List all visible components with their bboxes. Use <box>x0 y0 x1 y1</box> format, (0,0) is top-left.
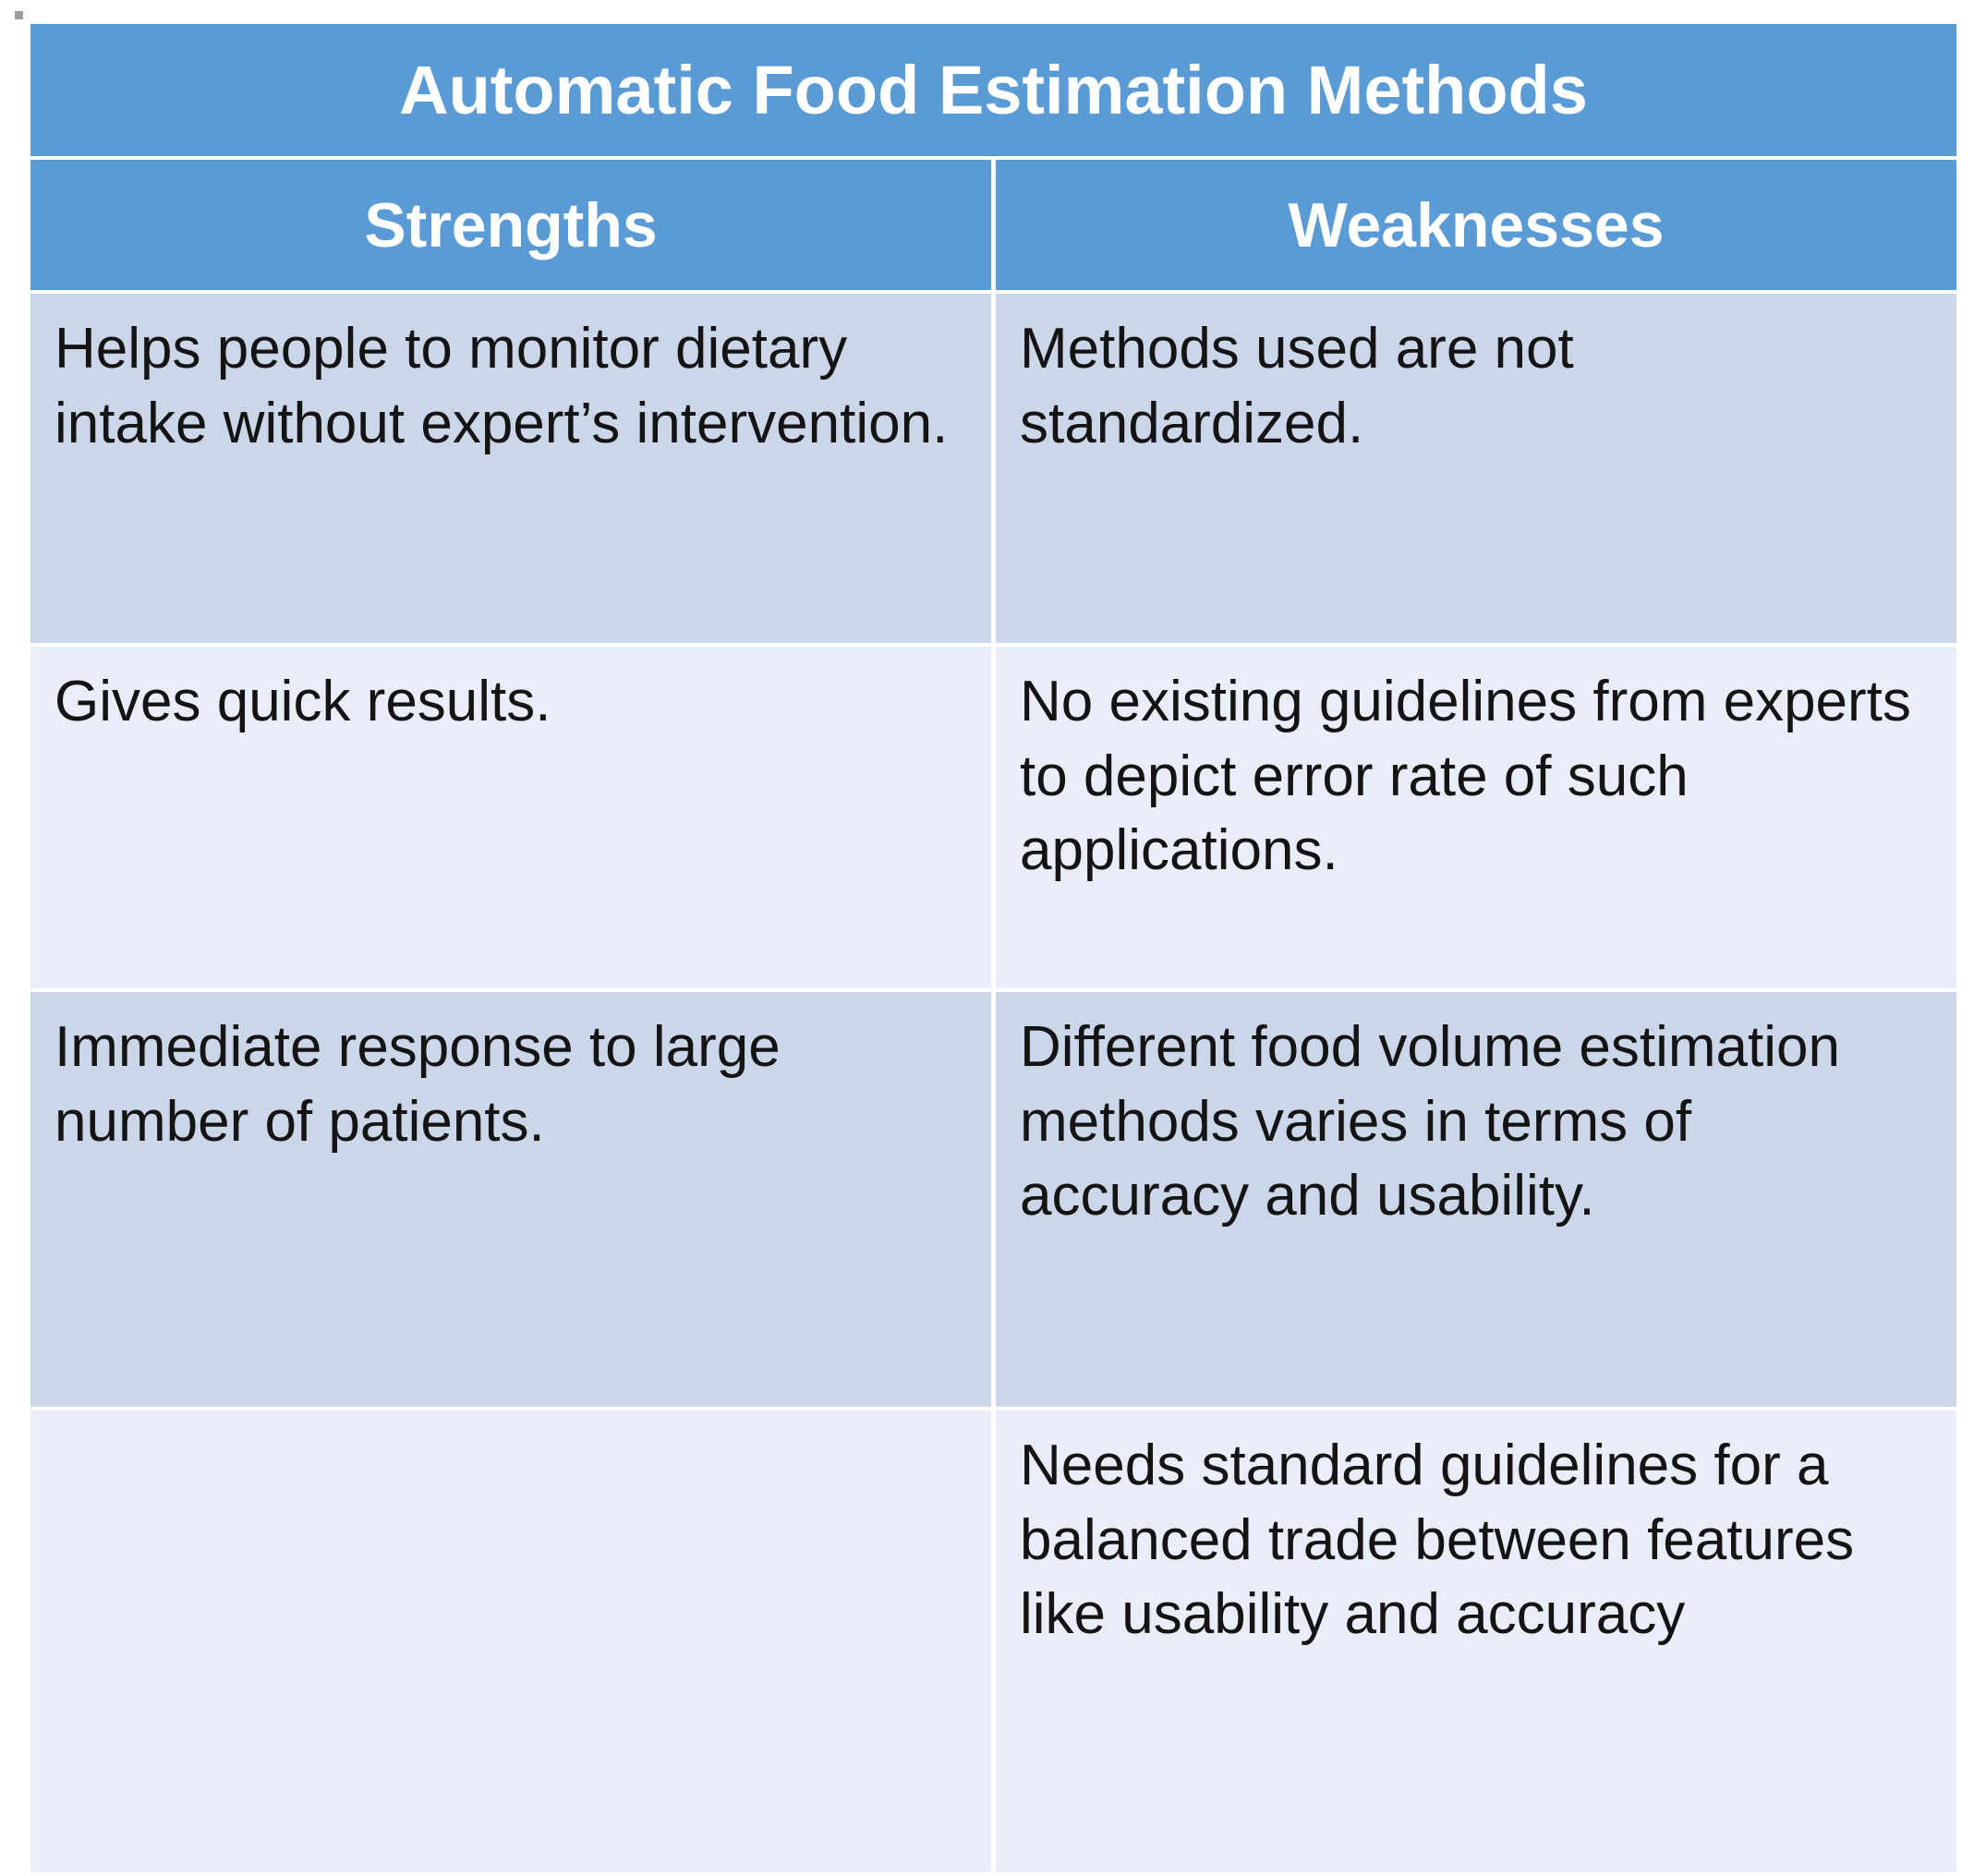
strengths-weaknesses-table: Automatic Food Estimation Methods Streng… <box>26 20 1961 1876</box>
cell-text: No existing guidelines from experts to d… <box>1020 670 1911 883</box>
cell-strengths-2: Gives quick results. <box>30 647 991 988</box>
column-header-weaknesses: Weaknesses <box>996 160 1957 290</box>
cell-text: Methods used are not standardized. <box>1020 317 1574 455</box>
cell-strengths-4 <box>30 1410 991 1872</box>
table-row: Immediate response to large number of pa… <box>30 992 1957 1407</box>
table-row: Gives quick results. No existing guideli… <box>30 647 1957 988</box>
scan-artifact-dot <box>15 11 23 19</box>
table-title-row: Automatic Food Estimation Methods <box>30 24 1957 156</box>
table-column-header-row: Strengths Weaknesses <box>30 160 1957 290</box>
table-title: Automatic Food Estimation Methods <box>30 24 1957 156</box>
table-row: Helps people to monitor dietary intake w… <box>30 294 1957 643</box>
comparison-table-container: Automatic Food Estimation Methods Streng… <box>26 20 1957 1876</box>
cell-strengths-1: Helps people to monitor dietary intake w… <box>30 294 991 643</box>
cell-weaknesses-4: Needs standard guidelines for a balanced… <box>996 1410 1957 1872</box>
cell-text: Needs standard guidelines for a balanced… <box>1020 1434 1855 1647</box>
cell-weaknesses-2: No existing guidelines from experts to d… <box>996 647 1957 988</box>
column-header-strengths: Strengths <box>30 160 991 290</box>
table-row: Needs standard guidelines for a balanced… <box>30 1410 1957 1872</box>
cell-weaknesses-1: Methods used are not standardized. <box>996 294 1957 643</box>
cell-text: Helps people to monitor dietary intake w… <box>54 317 949 455</box>
cell-text: Different food volume estimation methods… <box>1020 1015 1840 1228</box>
cell-weaknesses-3: Different food volume estimation methods… <box>996 992 1957 1407</box>
cell-text: Immediate response to large number of pa… <box>54 1015 781 1154</box>
cell-text: Gives quick results. <box>54 670 551 733</box>
cell-strengths-3: Immediate response to large number of pa… <box>30 992 991 1407</box>
